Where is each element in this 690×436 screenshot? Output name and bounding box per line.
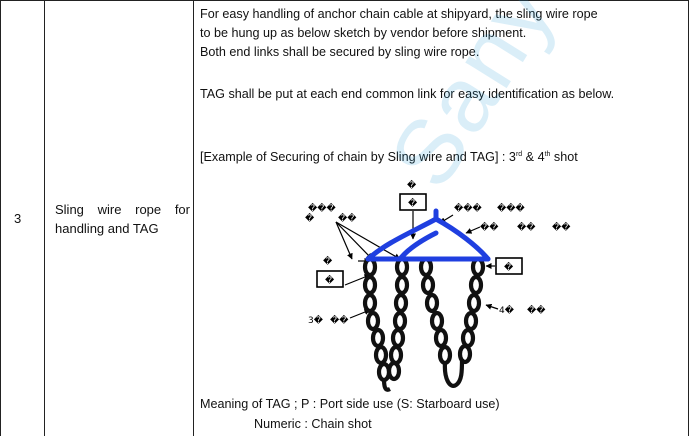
- tag-box-top: [399, 193, 427, 211]
- example-caption: [Example of Securing of chain by Sling w…: [200, 145, 682, 167]
- tag-numeric: Numeric : Chain shot: [254, 417, 372, 431]
- para1-line3: Both end links shall be secured by sling…: [200, 45, 480, 59]
- chain-sling-diagram: � � � � � ��� � �� ��� ��� �� �� �� 3� �…: [305, 179, 571, 392]
- diagram-label-right-top-1: ���: [454, 202, 482, 214]
- example-suffix: shot: [550, 150, 578, 165]
- tag-meaning: Meaning of TAG ; P : Port side use (S: S…: [200, 397, 500, 411]
- diagram-label-shot-4: 4�: [499, 304, 515, 316]
- diagram-label-tag-top: �: [408, 197, 418, 209]
- description-paragraph-2: TAG shall be put at each end common link…: [200, 87, 615, 101]
- column-divider-2: [193, 0, 194, 436]
- diagram-label-right-mid-1: ��: [480, 221, 499, 233]
- diagram-label-shot-3: 3�: [308, 314, 324, 326]
- diagram-label-tag-right: �: [504, 261, 514, 273]
- sling-wire: [365, 208, 491, 262]
- example-sup-rd: rd: [515, 151, 523, 158]
- example-mid: & 4: [522, 150, 545, 165]
- diagram-label-tag-left: �: [325, 274, 335, 286]
- item-title: Sling wire rope for handling and TAG: [55, 202, 190, 236]
- tag-box-right: [495, 257, 523, 275]
- diagram-label-left-top: ���: [308, 202, 336, 214]
- diagram-label-right-mid-2: ��: [517, 221, 536, 233]
- diagram-label-left-mid: ��: [338, 212, 357, 224]
- description-paragraph-1: For easy handling of anchor chain cable …: [200, 5, 682, 62]
- example-sup-th: th: [544, 151, 551, 158]
- diagram-label-left-a: �: [323, 255, 333, 267]
- column-divider-1: [44, 0, 45, 436]
- diagram-label-shot-4-suffix: ��: [527, 304, 546, 316]
- chain-links: [362, 256, 486, 392]
- diagram-label-shot-3-suffix: ��: [330, 314, 349, 326]
- diagram-label-left-paren: �: [305, 212, 315, 224]
- row-number: 3: [14, 211, 22, 226]
- tag-box-left: [316, 270, 344, 288]
- diagram-label-right-top-2: ���: [497, 202, 525, 214]
- para1-line1: For easy handling of anchor chain cable …: [200, 7, 598, 21]
- example-prefix: [Example of Securing of chain by Sling w…: [200, 150, 516, 165]
- diagram-label-right-mid-3: ��: [552, 221, 571, 233]
- para1-line2: to be hung up as below sketch by vendor …: [200, 26, 527, 40]
- diagram-label-top-0: �: [407, 179, 417, 191]
